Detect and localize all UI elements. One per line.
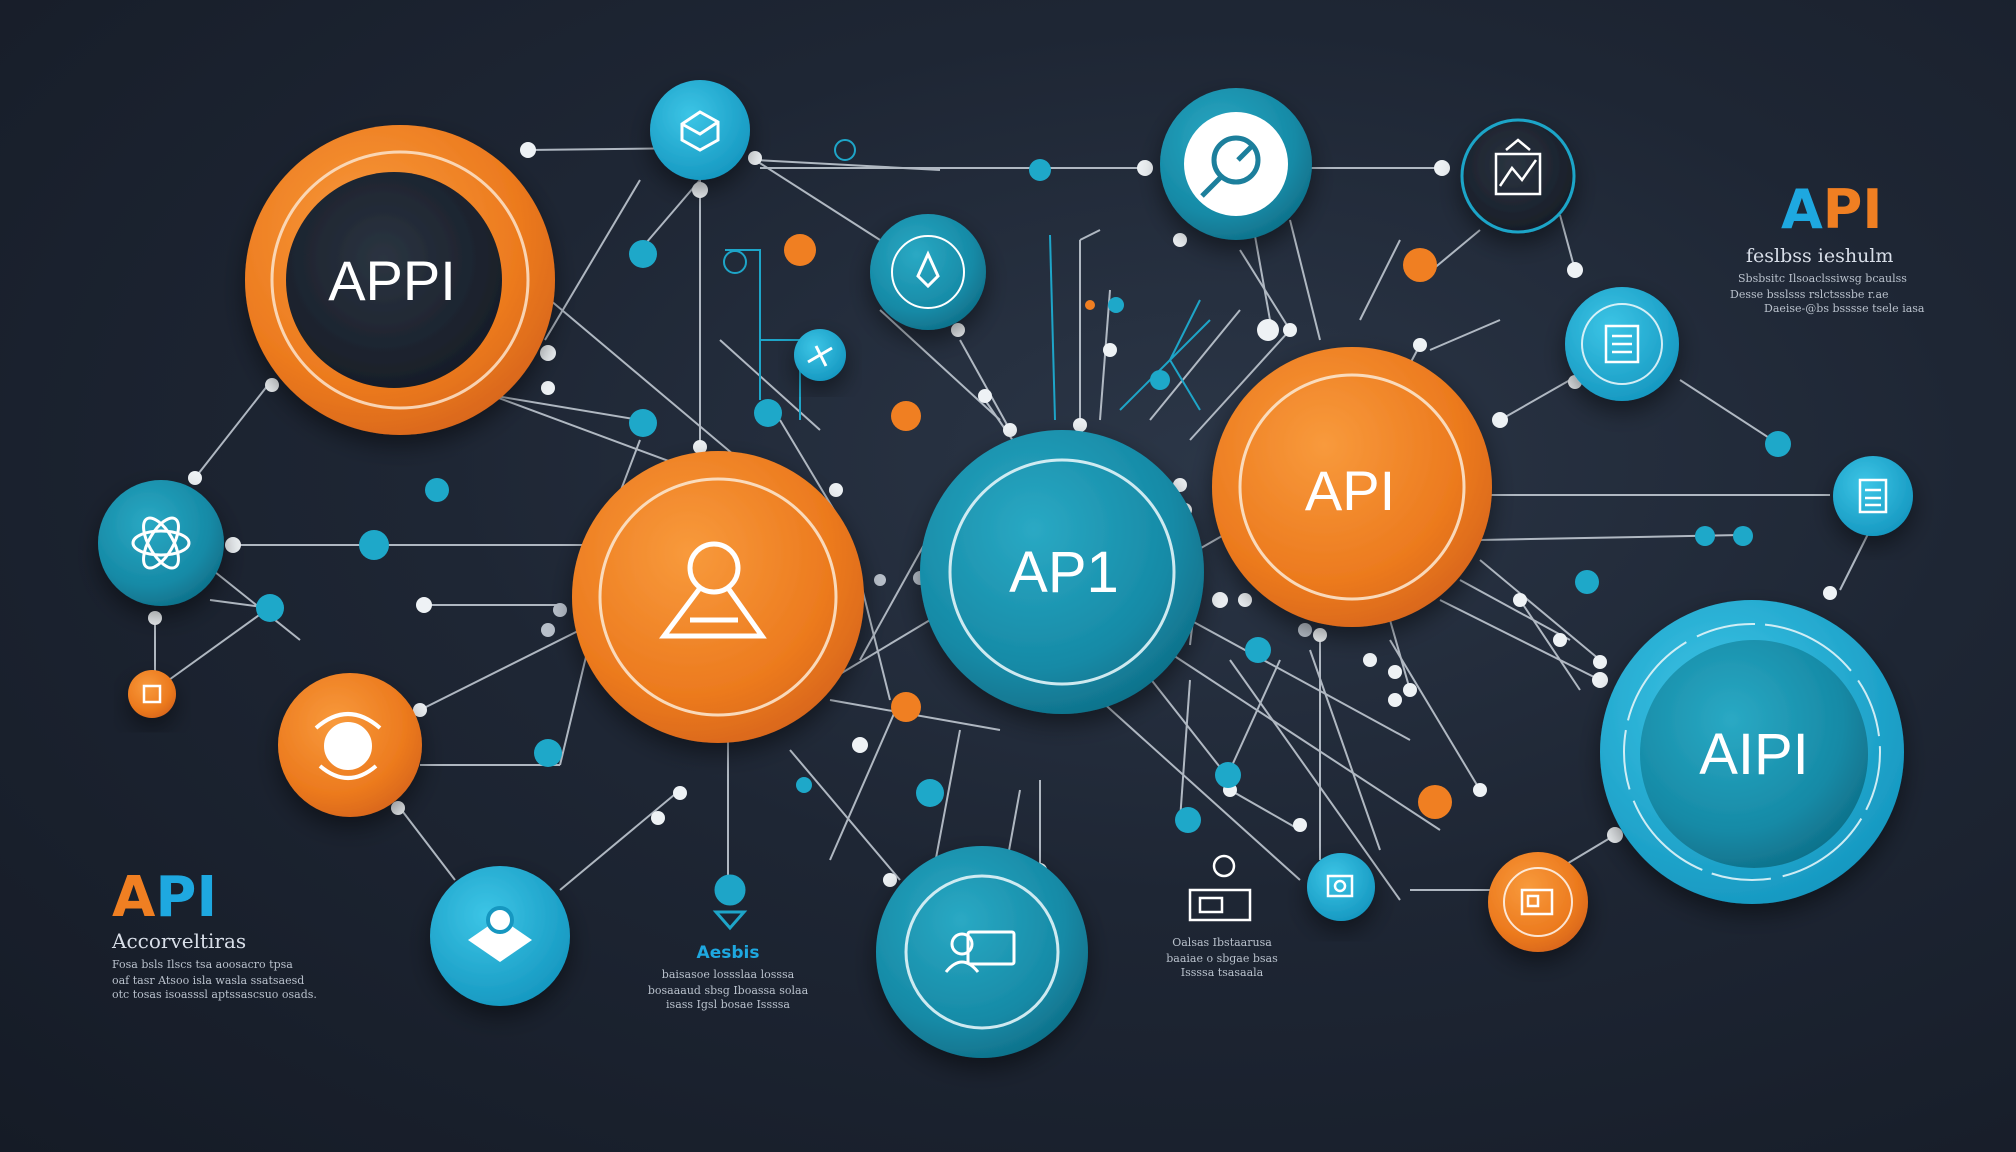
card-icon: [1520, 888, 1554, 916]
caption-line: Oalsas Ibstaarusa: [1172, 936, 1272, 949]
caption-title: API: [112, 865, 217, 930]
chart-frame-icon: [1494, 138, 1542, 196]
user-icon: [659, 541, 767, 639]
document-icon: [1858, 478, 1888, 514]
node-pin[interactable]: [870, 214, 986, 330]
caption-line: oaf tasr Atsoo isla wasla ssatsaesd: [112, 974, 304, 987]
node-atom[interactable]: [98, 480, 224, 606]
node-small-orange[interactable]: [128, 670, 176, 718]
node-search[interactable]: [1160, 88, 1312, 240]
connector-dots: [148, 139, 1837, 887]
pin-outline-icon: [712, 874, 748, 931]
caption-bottom-center-right: Oalsas Ibstaarusa baaiae o sbgae bsas Is…: [1166, 936, 1278, 979]
magnifier-icon: [1200, 135, 1261, 198]
node-cube[interactable]: [430, 866, 570, 1006]
hub-label: APPI: [328, 249, 456, 312]
caption-line: Daeise-@bs bsssse tsele iasa: [1764, 302, 1925, 315]
caption-title: API: [1781, 178, 1882, 241]
caption-top-right: API feslbss ieshulm Sbsbsitc Ilsoaclssiw…: [1730, 178, 1925, 315]
hub-label: AP1: [1009, 540, 1119, 605]
caption-bottom-center: Aesbis baisasoe lossslaa losssa bosaaaud…: [648, 943, 809, 1011]
caption-line: baisasoe lossslaa losssa: [662, 968, 795, 981]
hub-label: API: [1305, 459, 1395, 522]
gear-icon: [1326, 874, 1354, 898]
node-face[interactable]: [278, 673, 422, 817]
caption-line: isass Igsl bosae Issssa: [666, 998, 790, 1011]
caption-line: Fosa bsls Ilscs tsa aoosacro tpsa: [112, 958, 293, 971]
square-icon: [142, 684, 162, 704]
caption-line: baaiae o sbgae bsas: [1166, 952, 1278, 965]
pin-icon: [916, 250, 940, 289]
caption-line: Sbsbsitc Ilsoaclssiwsg bcaulss: [1738, 272, 1907, 285]
caption-line: bosaaaud sbsg Iboassa solaa: [648, 984, 809, 997]
node-doc[interactable]: [1565, 287, 1679, 401]
box-icon: [680, 110, 720, 152]
node-chart[interactable]: [1460, 118, 1576, 234]
hub-api-center[interactable]: AP1: [920, 430, 1204, 714]
node-box[interactable]: [650, 80, 750, 180]
caption-bottom-left: API Accorveltiras Fosa bsls Ilscs tsa ao…: [111, 865, 317, 1001]
hub-label: AIPI: [1699, 722, 1809, 787]
caption-subtitle: feslbss ieshulm: [1746, 245, 1893, 267]
caption-subtitle: Accorveltiras: [111, 929, 246, 953]
accent-lines: [725, 234, 1211, 421]
caption-line: Desse bsslsss rslctsssbe r.ae: [1730, 288, 1889, 301]
plane-icon: [807, 345, 833, 367]
node-settings[interactable]: [1307, 853, 1375, 921]
caption-line: otc tosas isoasssl aptssascsuo osads.: [112, 988, 317, 1001]
hub-api-right[interactable]: API: [1212, 347, 1492, 627]
hub-api-top-left[interactable]: APPI: [245, 125, 555, 435]
caption-line: Issssa tsasaala: [1181, 966, 1264, 979]
caption-title: Aesbis: [697, 943, 760, 963]
cube-icon: [468, 906, 532, 962]
monitor-user-icon: [944, 930, 1016, 973]
node-card[interactable]: [1488, 852, 1588, 952]
hub-api-far-right[interactable]: AIPI: [1600, 600, 1904, 904]
laptop-user-icon: [1188, 854, 1252, 922]
atom-icon: [131, 516, 191, 570]
node-doc-2[interactable]: [1833, 456, 1913, 536]
node-plane[interactable]: [794, 329, 846, 381]
hub-user[interactable]: [572, 451, 864, 743]
face-icon: [314, 712, 382, 780]
document-icon: [1604, 324, 1640, 364]
hub-monitor[interactable]: [876, 846, 1088, 1058]
